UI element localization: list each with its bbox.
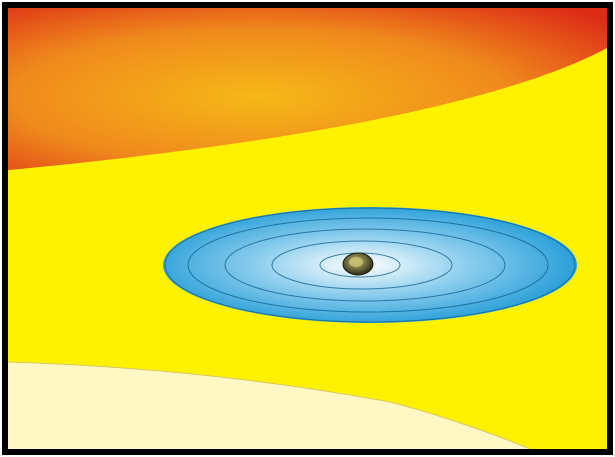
orbit-rings bbox=[164, 207, 576, 323]
central-star-icon bbox=[342, 252, 374, 276]
orbit-ring bbox=[271, 240, 453, 290]
orbit-ring bbox=[187, 217, 549, 313]
central-star-highlight bbox=[349, 257, 363, 267]
orbit-ring bbox=[224, 228, 506, 302]
cool-region bbox=[8, 362, 530, 449]
cool-region-edge bbox=[7, 361, 531, 450]
orbit-ring bbox=[164, 207, 576, 323]
hot-region bbox=[8, 8, 607, 170]
